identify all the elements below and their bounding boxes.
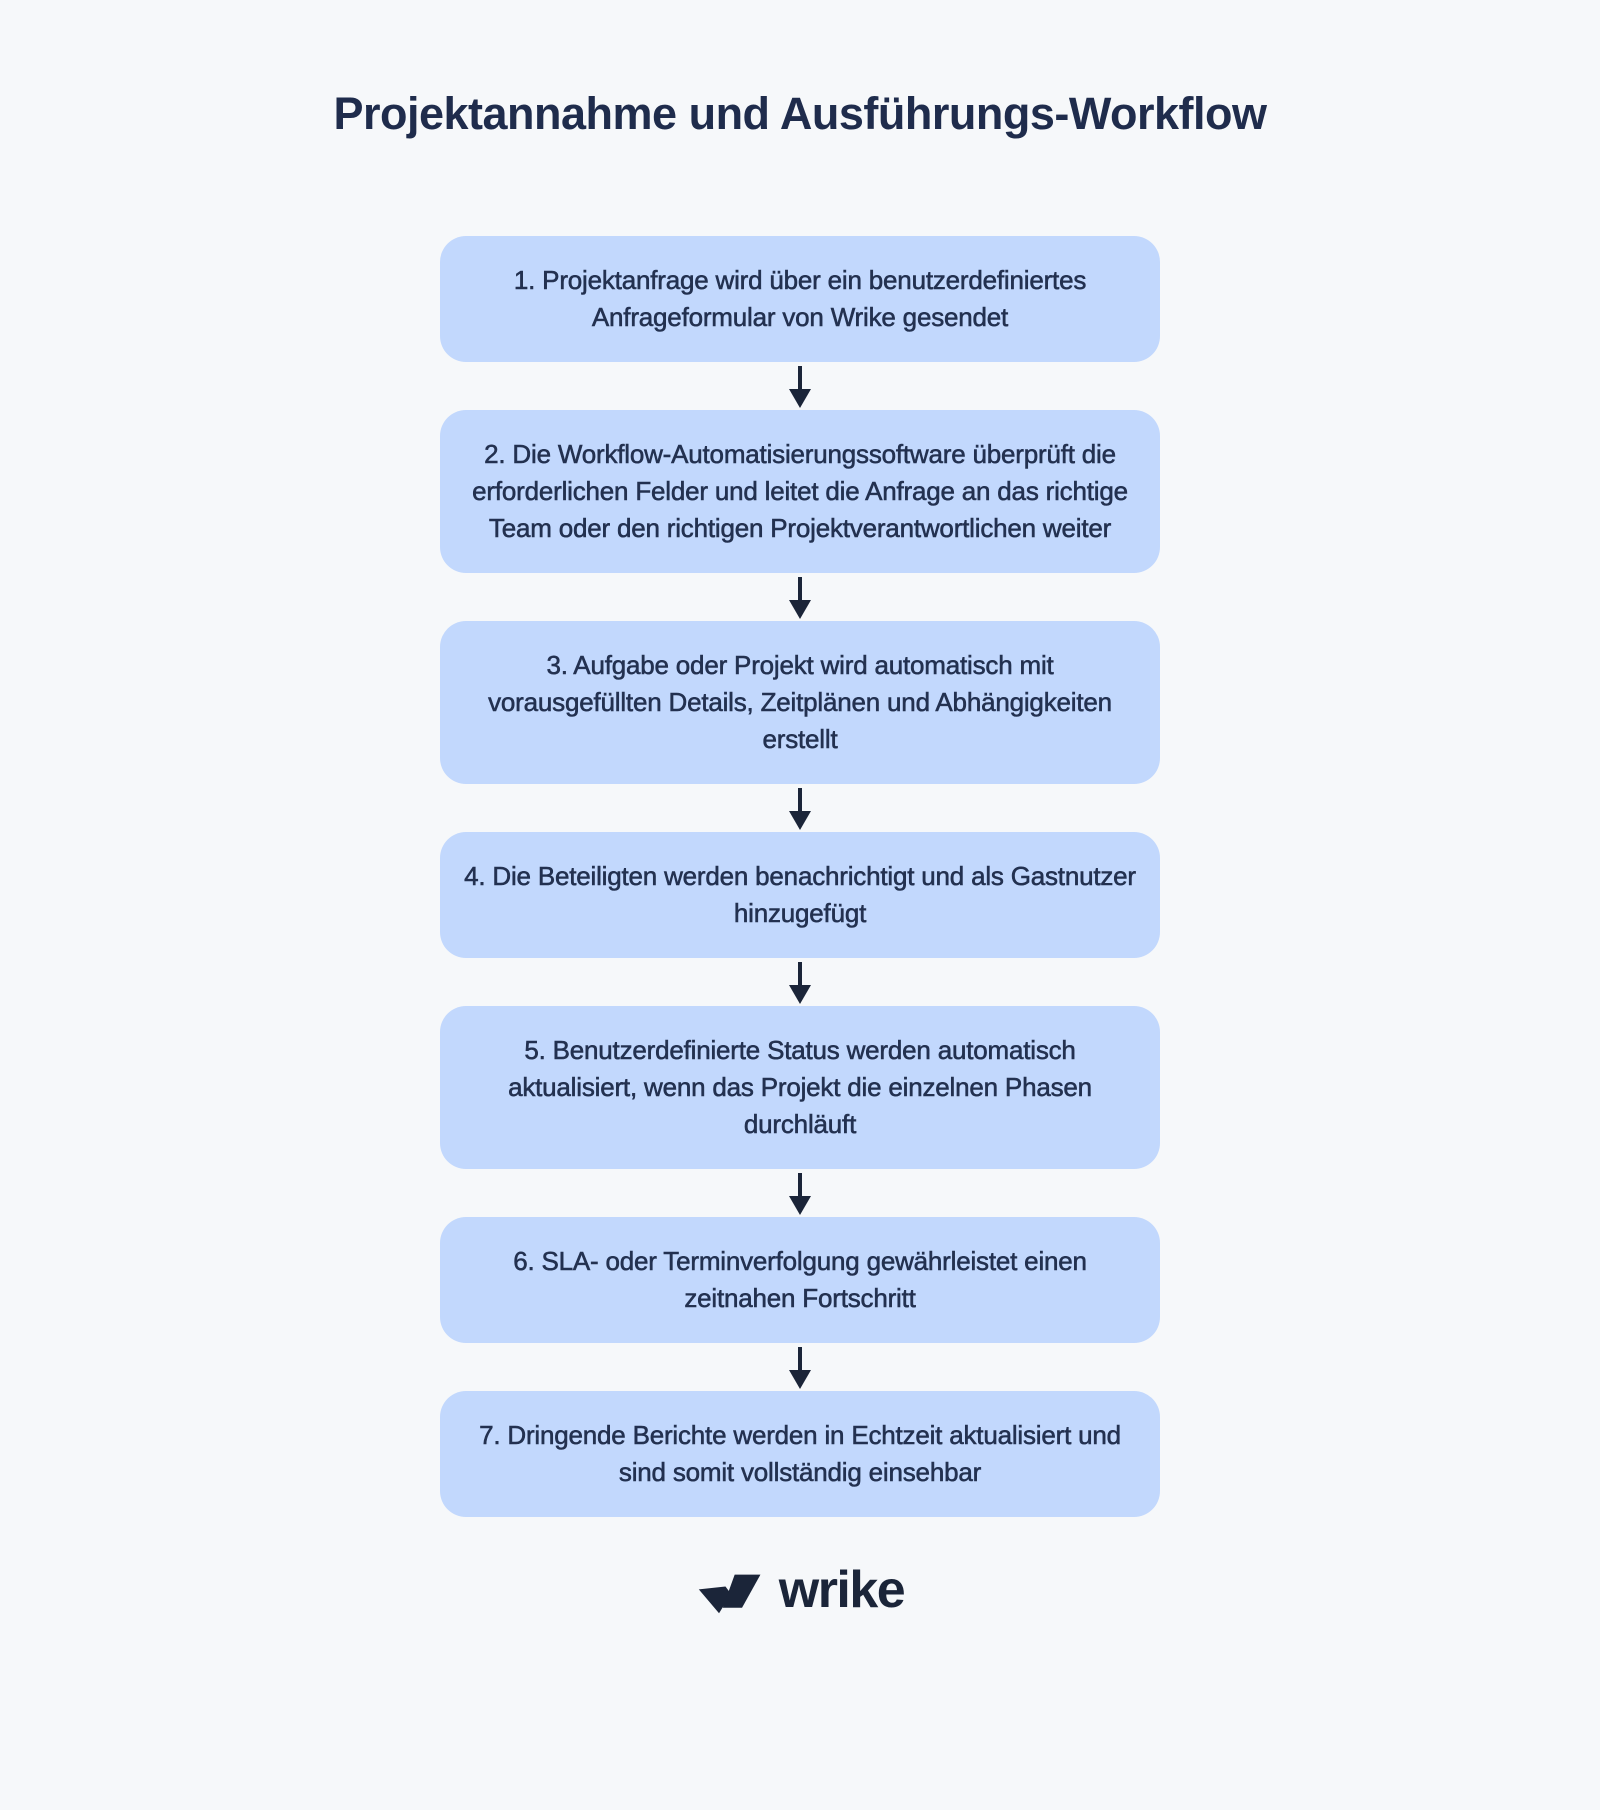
flow-step-7-text: 7. Dringende Berichte werden in Echtzeit…	[479, 1420, 1122, 1488]
flow-step-1: 1. Projektanfrage wird über ein benutzer…	[440, 236, 1160, 362]
arrow-down-icon	[440, 1343, 1160, 1391]
flow-step-1-text: 1. Projektanfrage wird über ein benutzer…	[513, 265, 1087, 333]
arrow-down-icon	[440, 784, 1160, 832]
arrow-stem	[798, 577, 802, 601]
flow-step-4-text: 4. Die Beteiligten werden benachrichtigt…	[464, 861, 1137, 929]
flow-step-6: 6. SLA- oder Terminverfolgung gewährleis…	[440, 1217, 1160, 1343]
wrike-logo-text: wrike	[778, 1561, 906, 1619]
arrow-head	[789, 1196, 811, 1215]
arrow-down-icon	[440, 958, 1160, 1006]
flow-step-6-text: 6. SLA- oder Terminverfolgung gewährleis…	[513, 1246, 1087, 1314]
flow-step-5: 5. Benutzerdefinierte Status werden auto…	[440, 1006, 1160, 1169]
arrow-stem	[798, 962, 802, 986]
flow-step-2: 2. Die Workflow-Automatisierungssoftware…	[440, 410, 1160, 573]
arrow-stem	[798, 1173, 802, 1197]
wrike-double-check-icon	[698, 1574, 761, 1614]
flow-step-3: 3. Aufgabe oder Projekt wird automatisch…	[440, 621, 1160, 784]
arrow-down-icon	[440, 573, 1160, 621]
flow-step-5-text: 5. Benutzerdefinierte Status werden auto…	[508, 1035, 1093, 1140]
arrow-head	[789, 1370, 811, 1389]
arrow-stem	[798, 366, 802, 390]
arrow-down-icon	[440, 1169, 1160, 1217]
flow-step-7: 7. Dringende Berichte werden in Echtzeit…	[440, 1391, 1160, 1517]
arrow-stem	[798, 788, 802, 812]
arrow-stem	[798, 1347, 802, 1371]
workflow-flowchart: 1. Projektanfrage wird über ein benutzer…	[440, 236, 1160, 1517]
wrike-logo: wrike	[0, 1561, 1600, 1623]
arrow-head	[789, 811, 811, 830]
arrow-head	[789, 985, 811, 1004]
page-title: Projektannahme und Ausführungs-Workflow	[333, 88, 1267, 139]
arrow-head	[789, 389, 811, 408]
flow-step-3-text: 3. Aufgabe oder Projekt wird automatisch…	[488, 650, 1113, 755]
flow-step-2-text: 2. Die Workflow-Automatisierungssoftware…	[472, 439, 1129, 544]
arrow-head	[789, 600, 811, 619]
flow-step-4: 4. Die Beteiligten werden benachrichtigt…	[440, 832, 1160, 958]
arrow-down-icon	[440, 362, 1160, 410]
